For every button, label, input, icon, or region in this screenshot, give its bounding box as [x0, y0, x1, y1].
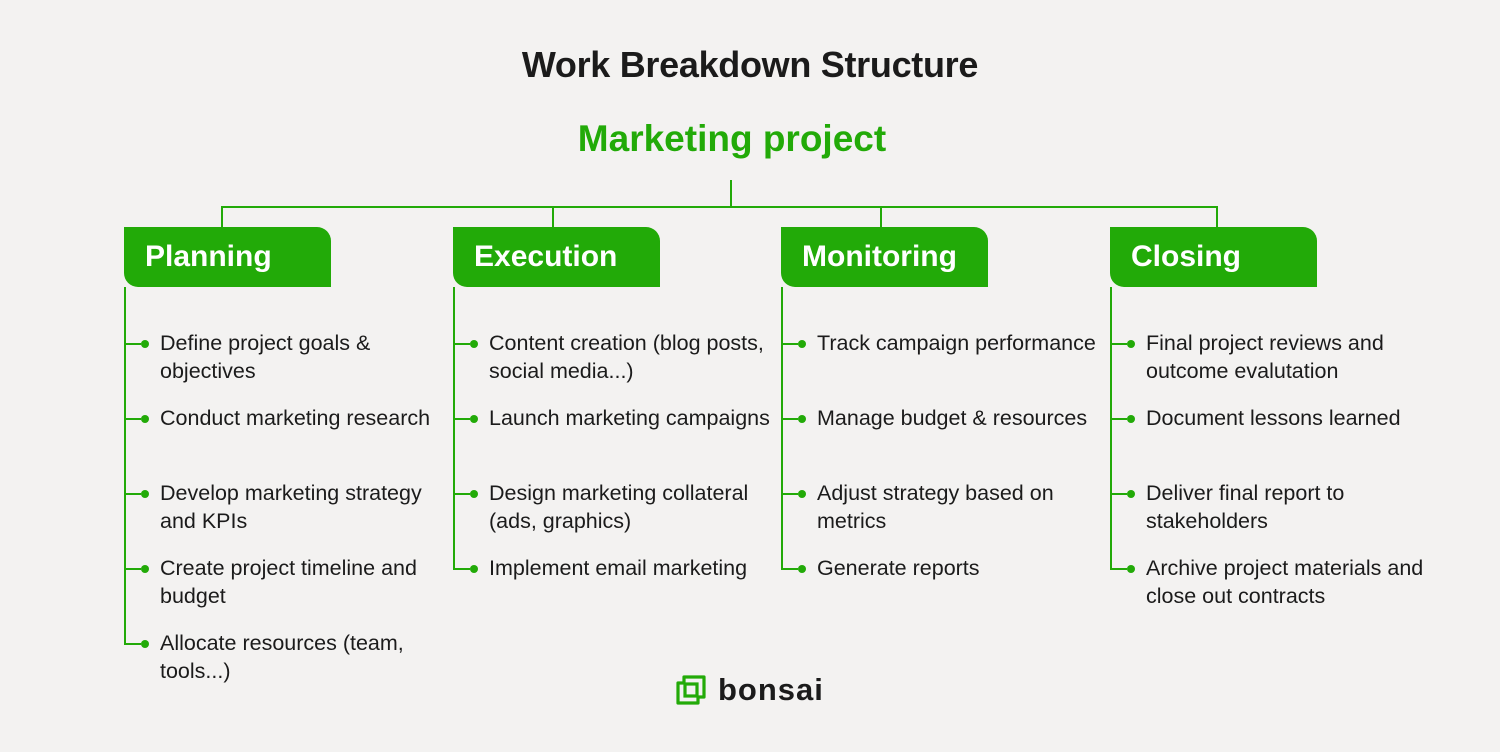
item-connector — [453, 568, 470, 570]
root-connector — [730, 180, 732, 208]
item-bullet — [798, 415, 806, 423]
item-bullet — [1127, 490, 1135, 498]
item-connector — [453, 418, 470, 420]
item-connector — [781, 493, 798, 495]
item-bullet — [470, 340, 478, 348]
item-bullet — [1127, 340, 1135, 348]
task-item: Adjust strategy based on metrics — [817, 481, 1054, 533]
phase-header: Execution — [453, 227, 660, 287]
item-bullet — [798, 490, 806, 498]
task-item: Conduct marketing research — [160, 406, 431, 430]
item-connector — [1110, 418, 1127, 420]
task-item: Implement email marketing — [489, 556, 748, 580]
task-item: Develop marketing strategy and KPIs — [160, 481, 422, 533]
item-connector — [781, 418, 798, 420]
item-bullet — [141, 490, 149, 498]
task-item: Track campaign performance — [817, 331, 1096, 355]
item-connector — [453, 493, 470, 495]
item-bullet — [470, 490, 478, 498]
bonsai-logo: bonsai — [676, 672, 824, 708]
item-bullet — [141, 340, 149, 348]
task-item: Allocate resources (team, tools...) — [160, 631, 404, 683]
item-bullet — [141, 415, 149, 423]
item-bullet — [141, 640, 149, 648]
bonsai-logo-icon — [676, 675, 706, 705]
task-item: Final project reviews and outcome evalut… — [1146, 331, 1384, 383]
root-node: Marketing project — [577, 118, 887, 159]
phase-header: Monitoring — [781, 227, 988, 287]
item-connector — [781, 343, 798, 345]
task-item: Document lessons learned — [1146, 406, 1401, 430]
item-connector — [124, 568, 141, 570]
branch-drop-execution — [552, 206, 554, 228]
item-bullet — [141, 565, 149, 573]
logo-wordmark: bonsai — [718, 672, 824, 707]
task-item: Define project goals & objectives — [160, 331, 371, 383]
task-item: Create project timeline and budget — [160, 556, 417, 608]
branch-drop-monitoring — [880, 206, 882, 228]
branch-drop-closing — [1216, 206, 1218, 228]
branch-bar — [221, 206, 1218, 208]
phase-header: Closing — [1110, 227, 1317, 287]
task-item: Generate reports — [817, 556, 980, 580]
item-connector — [1110, 343, 1127, 345]
item-connector — [124, 643, 141, 645]
item-connector — [1110, 493, 1127, 495]
item-bullet — [470, 415, 478, 423]
item-connector — [124, 418, 141, 420]
task-item: Deliver final report to stakeholders — [1146, 481, 1345, 533]
item-connector — [781, 568, 798, 570]
item-bullet — [798, 565, 806, 573]
branch-drop-planning — [221, 206, 223, 228]
item-bullet — [1127, 415, 1135, 423]
task-item: Content creation (blog posts, social med… — [489, 331, 764, 383]
item-connector — [453, 343, 470, 345]
task-item: Archive project materials and close out … — [1146, 556, 1424, 608]
item-connector — [124, 343, 141, 345]
task-item: Manage budget & resources — [817, 406, 1088, 430]
item-connector — [1110, 568, 1127, 570]
diagram-title: Work Breakdown Structure — [521, 44, 979, 85]
task-item: Design marketing collateral (ads, graphi… — [489, 481, 749, 533]
phase-vertical-connector — [781, 287, 783, 569]
item-connector — [124, 493, 141, 495]
task-item: Launch marketing campaigns — [489, 406, 770, 430]
item-bullet — [470, 565, 478, 573]
item-bullet — [798, 340, 806, 348]
phase-vertical-connector — [1110, 287, 1112, 569]
phase-header: Planning — [124, 227, 331, 287]
item-bullet — [1127, 565, 1135, 573]
phase-vertical-connector — [124, 287, 126, 644]
phase-vertical-connector — [453, 287, 455, 569]
